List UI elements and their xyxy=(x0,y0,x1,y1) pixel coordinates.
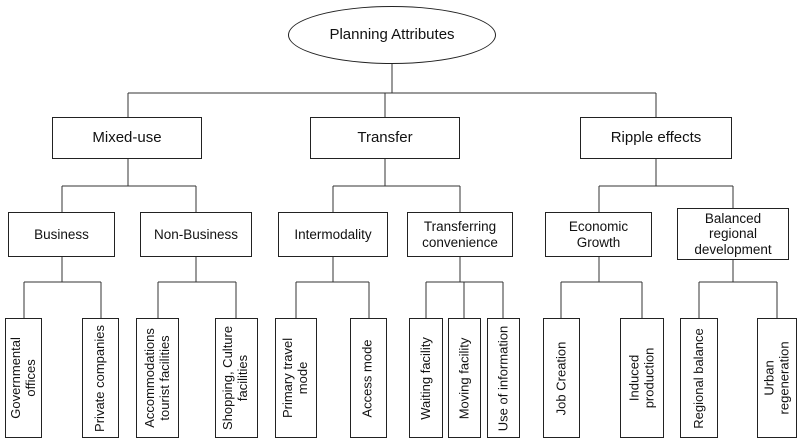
leaf-use-of-information: Use of information xyxy=(487,318,520,438)
leaf-shopping-culture-facilities: Shopping, Culture facilities xyxy=(215,318,258,438)
leaf-governmental-offices: Governmental offices xyxy=(5,318,42,438)
leaf-primary-travel-mode: Primary travel mode xyxy=(275,318,317,438)
category-ripple-effects: Ripple effects xyxy=(580,117,732,159)
group-business: Business xyxy=(8,212,115,257)
leaf-regional-balance: Regional balance xyxy=(680,318,718,438)
leaf-job-creation: Job Creation xyxy=(543,318,580,438)
category-transfer: Transfer xyxy=(310,117,460,159)
leaf-moving-facility: Moving facility xyxy=(448,318,481,438)
group-non-business: Non-Business xyxy=(140,212,252,257)
group-transferring-convenience: Transferring convenience xyxy=(407,212,513,257)
group-intermodality: Intermodality xyxy=(278,212,388,257)
leaf-access-mode: Access mode xyxy=(350,318,387,438)
group-economic-growth: Economic Growth xyxy=(545,212,652,257)
root-node: Planning Attributes xyxy=(288,6,496,64)
group-balanced-regional-development: Balanced regional development xyxy=(677,208,789,260)
category-mixed-use: Mixed-use xyxy=(52,117,202,159)
leaf-private-companies: Private companies xyxy=(82,318,119,438)
leaf-waiting-facility: Waiting facility xyxy=(409,318,443,438)
leaf-accommodations-tourist-facilities: Accommodations tourist facilities xyxy=(136,318,179,438)
leaf-urban-regeneration: Urban regeneration xyxy=(757,318,797,438)
leaf-induced-production: Induced production xyxy=(620,318,664,438)
